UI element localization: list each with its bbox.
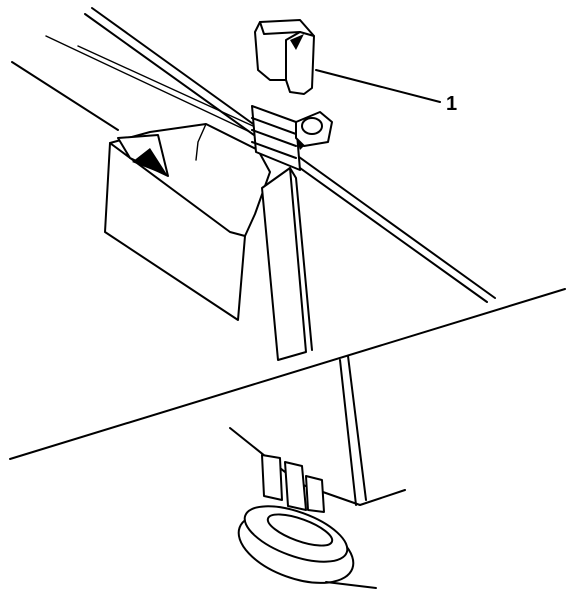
vertical-post	[261, 167, 313, 361]
callout-leader-line	[315, 69, 441, 103]
rod-stubs	[261, 454, 325, 513]
left-flap	[104, 123, 271, 321]
bracket-and-nut	[251, 105, 333, 171]
foot-pad	[237, 505, 377, 589]
clip-icon	[254, 19, 315, 95]
floor-edge-line	[9, 288, 566, 460]
callout-label: 1	[446, 93, 457, 115]
